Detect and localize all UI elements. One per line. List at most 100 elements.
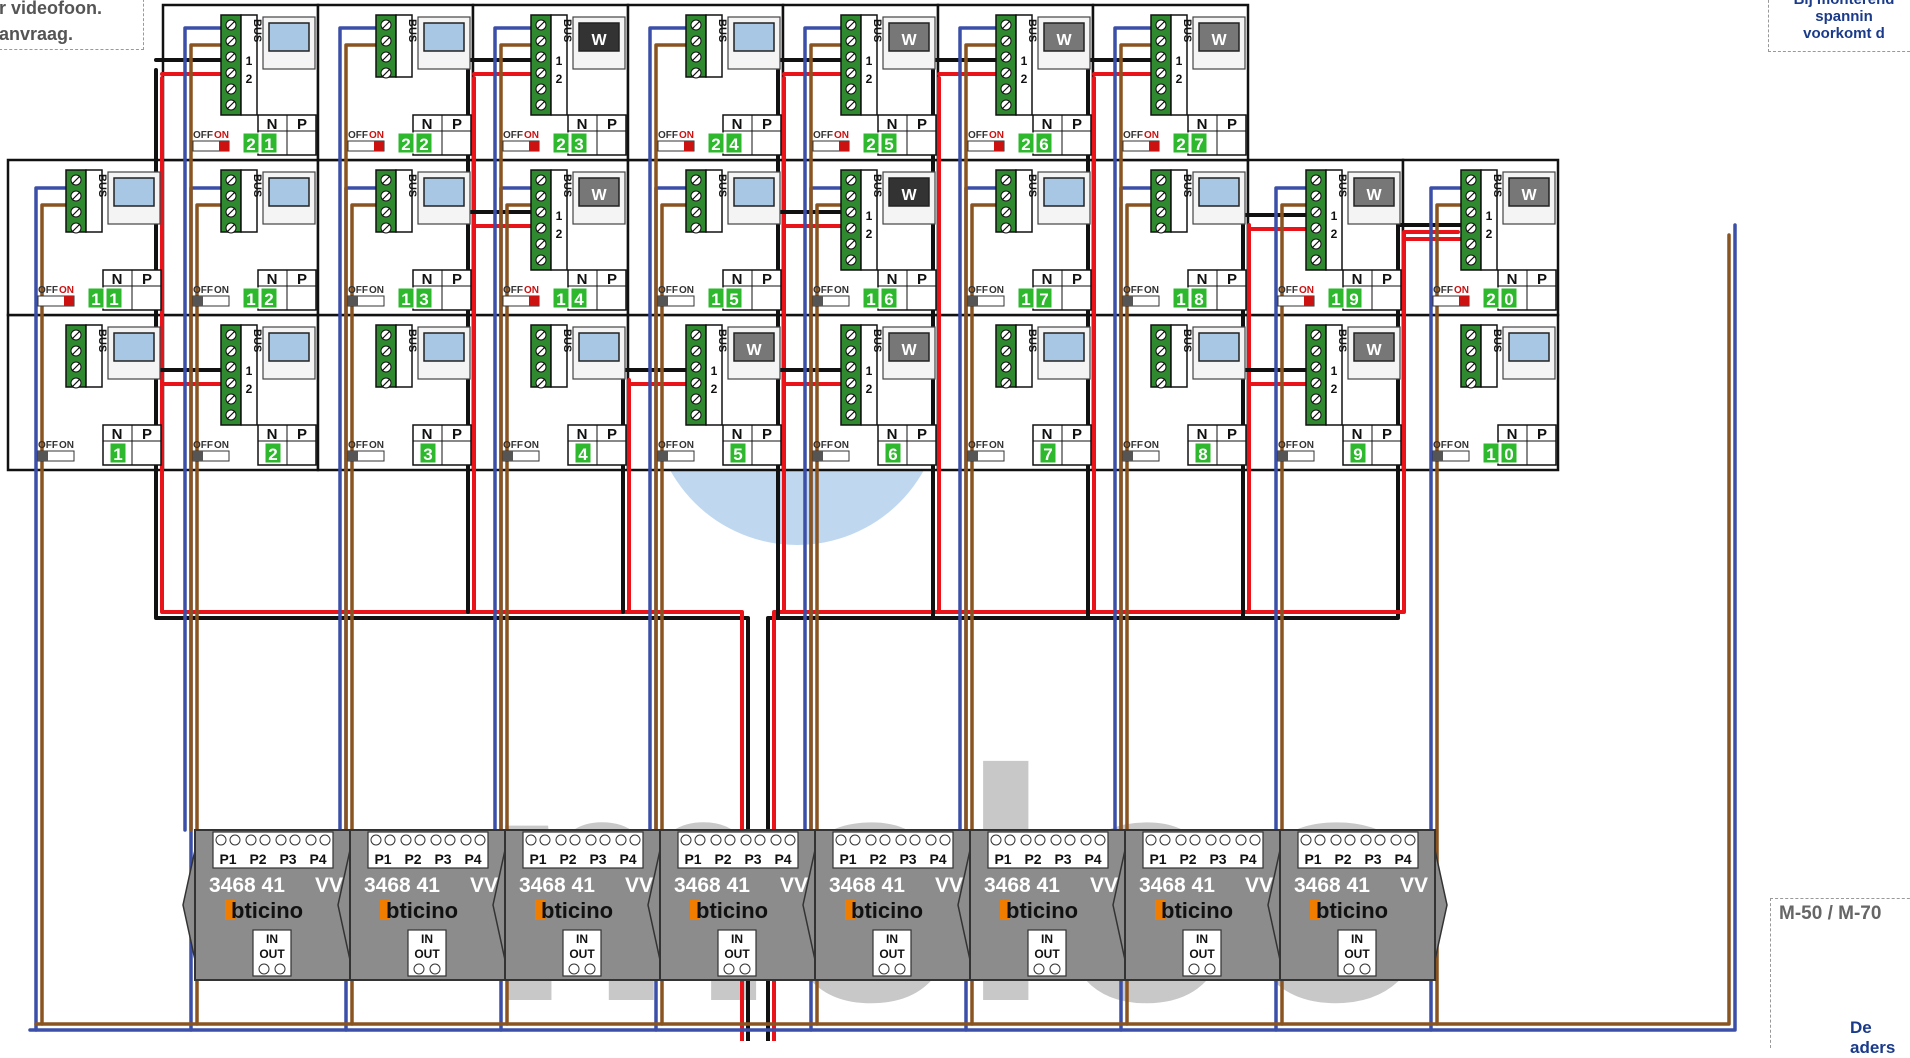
apartment-number-digit: 0 [1504, 445, 1513, 464]
top-left-note-line2: anvraag. [0, 24, 74, 44]
apartment-number-box [1194, 442, 1212, 464]
terminal-screw-slot [846, 175, 856, 185]
terminal-screw-slot [536, 20, 546, 30]
module-port-screw [1145, 834, 1157, 846]
terminal-screw-slot [1156, 330, 1166, 340]
p-label: P [1382, 426, 1392, 443]
module-in-label: IN [421, 932, 433, 946]
terminal-screw-slot [691, 52, 701, 62]
module-io-screw [739, 963, 751, 975]
terminal-legend [860, 14, 878, 116]
terminal-screw-slot [1001, 68, 1011, 78]
monitor-screen-label: W [591, 187, 607, 204]
apartment-number-box [1172, 132, 1190, 154]
off-label: OFF [658, 285, 678, 296]
switch-knob [994, 141, 1004, 151]
terminal-screw-slot [1466, 223, 1476, 233]
module-ear-right [1434, 849, 1448, 961]
module-io-screw [894, 963, 906, 975]
terminal-screw-slot [1001, 378, 1011, 388]
terminal-legend [240, 14, 258, 116]
bus-label: BUS [1491, 329, 1503, 352]
module-port-screw [1374, 834, 1386, 846]
n-label: N [267, 116, 278, 133]
monitor-screen [733, 177, 775, 207]
n-label: N [577, 116, 588, 133]
off-label: OFF [348, 285, 368, 296]
apartment-number-box [242, 132, 260, 154]
on-label: ON [1144, 285, 1159, 296]
switch-knob [1149, 141, 1159, 151]
terminal-1-label: 1 [866, 54, 873, 68]
terminal-screw-slot [1001, 84, 1011, 94]
terminal-screw-slot [381, 52, 391, 62]
module-port-label: P2 [714, 851, 731, 867]
terminal-screw-slot [226, 410, 236, 420]
monitor-screen [888, 177, 930, 207]
apartment-number-digit: 6 [1039, 135, 1048, 154]
switch-knob [813, 451, 823, 461]
bus-label: BUS [1336, 174, 1348, 197]
monitor-screen [113, 177, 155, 207]
apartment-number-box [884, 442, 902, 464]
module-io-screw [274, 963, 286, 975]
apartment-number-digit: 2 [1176, 135, 1185, 154]
blue-drop [1274, 186, 1318, 1032]
monitor-icon: W [882, 16, 936, 70]
module-io-screw [413, 963, 425, 975]
terminal-screw-slot [1001, 175, 1011, 185]
module-port-label: P4 [309, 851, 326, 867]
apartment-number-digit: 1 [1331, 290, 1340, 309]
brown-drop [1125, 203, 1163, 1026]
apartment-number-digit: 3 [574, 135, 583, 154]
terminal-block: BUS [1460, 324, 1503, 389]
terminal-screw-slot [381, 223, 391, 233]
p-label: P [917, 116, 927, 133]
bus-label: BUS [96, 174, 108, 197]
module-in-label: IN [266, 932, 278, 946]
top-left-note: r videofoon. anvraag. [0, 0, 144, 50]
module-port-label: P1 [839, 851, 856, 867]
on-label: ON [834, 440, 849, 451]
terminal-1-label: 1 [246, 54, 253, 68]
apartment-number-digit: 1 [246, 290, 255, 309]
terminal-1-label: 1 [246, 364, 253, 378]
module-port-label: P3 [1209, 851, 1226, 867]
off-label: OFF [503, 130, 523, 141]
module-port-label: P1 [529, 851, 546, 867]
apartment-number-box [87, 287, 105, 309]
apartment-number-digit: 8 [1198, 445, 1207, 464]
module-suffix: VV [935, 874, 963, 897]
brown-drop-top [964, 43, 1002, 832]
terminal-screw-slot [1156, 68, 1166, 78]
module-port-screw [1004, 834, 1016, 846]
off-label: OFF [968, 440, 988, 451]
terminal-screw-slot [1001, 362, 1011, 372]
module-code: 3468 41 [829, 874, 905, 897]
module-port-screw [539, 834, 551, 846]
bus-label: BUS [871, 329, 883, 352]
terminal-2-label: 2 [866, 227, 873, 241]
module-port-screw [305, 834, 317, 846]
n-label: N [422, 271, 433, 288]
on-label: ON [989, 130, 1004, 141]
red-trunk-left [160, 76, 744, 1041]
switch-knob [503, 451, 513, 461]
blue-drop-top [1113, 26, 1157, 832]
switch-knob [658, 296, 668, 306]
module-in-label: IN [1196, 932, 1208, 946]
off-label: OFF [1433, 440, 1453, 451]
